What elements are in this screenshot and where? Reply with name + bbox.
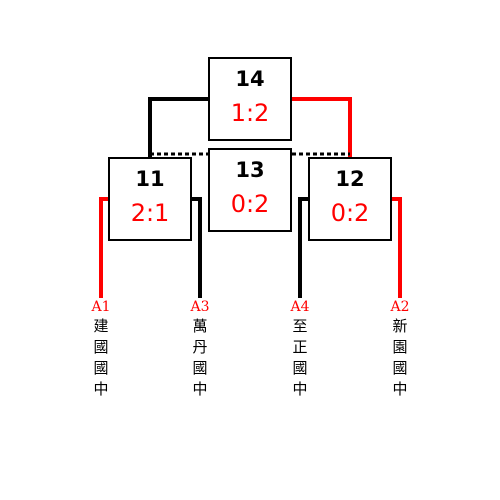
match-13-box: 13 0:2 xyxy=(208,148,292,232)
team-a2: A2 新 園 國 中 xyxy=(388,298,412,400)
team-a3: A3 萬 丹 國 中 xyxy=(188,298,212,400)
team-a3-char: 萬 xyxy=(192,317,208,335)
team-a2-char: 中 xyxy=(392,380,408,398)
line-m11-to-m14 xyxy=(148,97,209,157)
team-a1: A1 建 國 國 中 xyxy=(89,298,113,400)
match-14-box: 14 1:2 xyxy=(208,57,292,141)
team-a4-char: 中 xyxy=(292,380,308,398)
match-11-id: 11 xyxy=(135,167,165,191)
team-a1-seed: A1 xyxy=(91,299,111,315)
line-a4-to-m12 xyxy=(298,197,309,298)
match-12-id: 12 xyxy=(335,167,365,191)
team-a2-char: 國 xyxy=(392,359,408,377)
line-a2-to-m12 xyxy=(392,197,402,298)
team-a1-char: 國 xyxy=(93,359,109,377)
match-13-id: 13 xyxy=(235,158,265,182)
team-a3-char: 國 xyxy=(192,359,208,377)
team-a1-char: 中 xyxy=(93,380,109,398)
team-a4: A4 至 正 國 中 xyxy=(288,298,312,400)
match-14-score: 1:2 xyxy=(230,99,270,127)
line-m12-to-m14 xyxy=(292,97,352,157)
line-a3-to-m11 xyxy=(192,197,202,298)
team-a2-char: 新 xyxy=(392,317,408,335)
match-12-score: 0:2 xyxy=(330,199,370,227)
match-13-score: 0:2 xyxy=(230,190,270,218)
team-a1-char: 建 xyxy=(93,317,109,335)
team-a3-char: 中 xyxy=(192,380,208,398)
match-11-box: 11 2:1 xyxy=(108,157,192,241)
team-a1-char: 國 xyxy=(93,338,109,356)
team-a4-char: 國 xyxy=(292,359,308,377)
team-a4-char: 正 xyxy=(292,338,308,356)
team-a2-char: 園 xyxy=(392,338,408,356)
match-11-score: 2:1 xyxy=(130,199,170,227)
team-a4-char: 至 xyxy=(292,317,308,335)
match-12-box: 12 0:2 xyxy=(308,157,392,241)
match-14-id: 14 xyxy=(235,67,265,91)
line-a1-to-m11 xyxy=(99,197,109,298)
team-a2-seed: A2 xyxy=(390,299,410,315)
team-a4-seed: A4 xyxy=(290,299,310,315)
team-a3-char: 丹 xyxy=(192,338,208,356)
team-a3-seed: A3 xyxy=(190,299,210,315)
